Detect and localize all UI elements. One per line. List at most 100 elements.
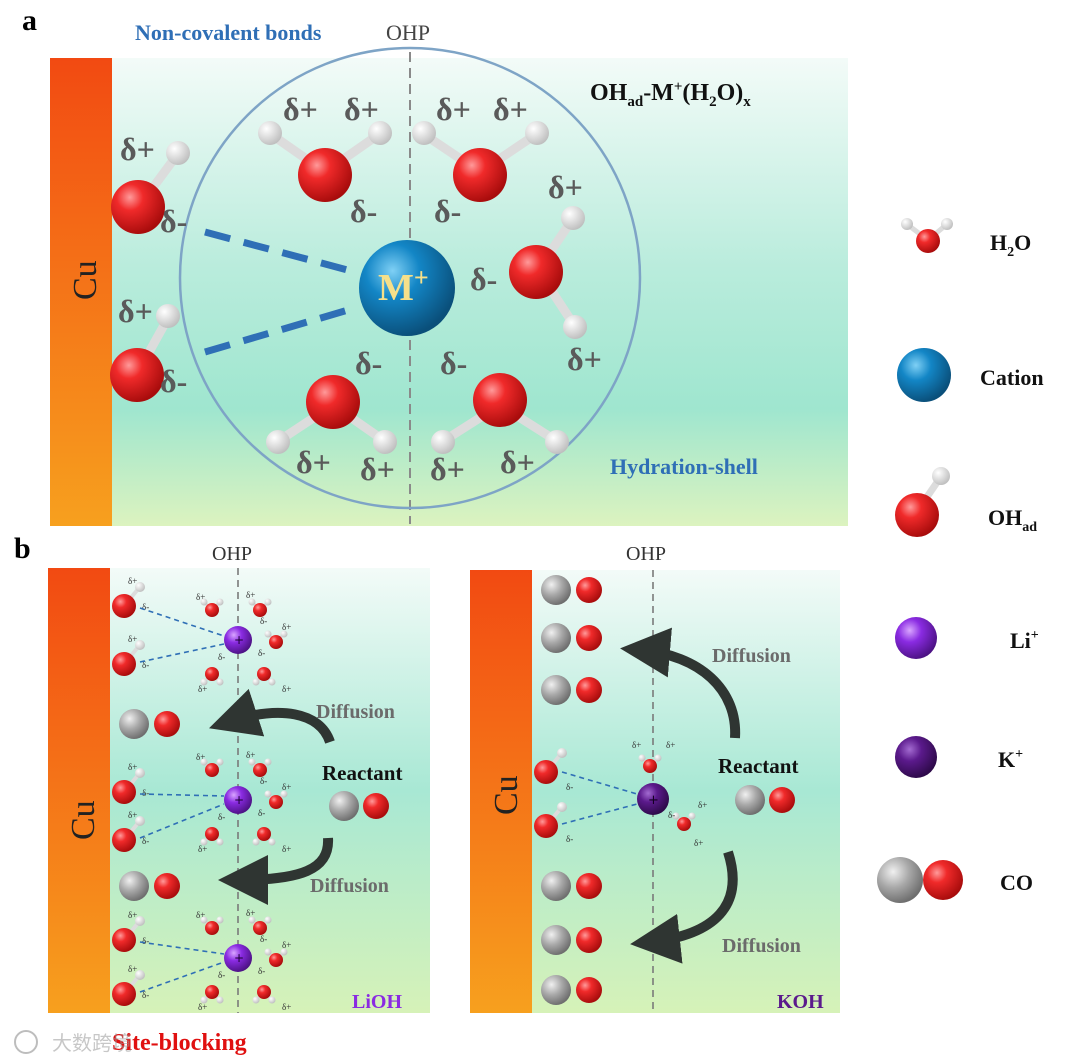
legend-h2o-icon (901, 218, 953, 253)
legend-co-label: CO (1000, 870, 1033, 895)
panel-b-label: b (14, 532, 31, 565)
legend-li-icon (895, 617, 937, 659)
cu-electrode-a (50, 58, 112, 526)
oh-adsorbed (111, 141, 190, 234)
ohp-label-a: OHP (386, 20, 430, 45)
delta-plus: δ+ (282, 622, 291, 632)
oh-adsorbed (112, 816, 145, 852)
delta-plus: δ+ (282, 782, 291, 792)
delta-plus: δ+ (246, 590, 255, 600)
delta-plus: δ+ (120, 131, 155, 167)
diffusion-label: Diffusion (310, 875, 389, 897)
noncovalent-bond (561, 771, 638, 795)
oh-adsorbed (534, 802, 567, 838)
ohp-label-b1: OHP (212, 543, 252, 565)
water-molecule (638, 754, 662, 773)
water-molecule (252, 667, 276, 686)
delta-minus: δ- (260, 616, 267, 626)
water-molecule (252, 985, 276, 1004)
legend-cation-icon (897, 348, 951, 402)
water-molecule (264, 790, 288, 809)
delta-plus: δ+ (296, 444, 331, 480)
water-molecule (412, 121, 549, 202)
lioh-label: LiOH (352, 991, 402, 1013)
watermark-logo-icon (14, 1030, 38, 1054)
water-molecule (431, 373, 569, 454)
delta-plus: δ+ (436, 91, 471, 127)
diffusion-arrow (630, 850, 738, 964)
delta-minus: δ- (218, 652, 225, 662)
delta-plus: δ+ (128, 762, 137, 772)
delta-minus: δ- (160, 363, 187, 399)
delta-plus: δ+ (283, 91, 318, 127)
delta-minus: δ- (142, 660, 149, 670)
cation-ion (224, 786, 252, 814)
delta-plus: δ+ (128, 634, 137, 644)
delta-plus: δ+ (282, 684, 291, 694)
complex-formula: OHad-M+(H2O)x (590, 79, 751, 110)
koh-label: KOH (777, 991, 824, 1013)
legend: H2O Cation OHad Li+ K+ CO (877, 218, 1044, 903)
delta-minus: δ- (142, 990, 149, 1000)
water-molecule (672, 812, 696, 831)
water-molecule (200, 827, 224, 846)
water-molecule (200, 916, 224, 935)
delta-minus: δ- (142, 836, 149, 846)
delta-plus: δ+ (698, 800, 707, 810)
delta-plus: δ+ (196, 752, 205, 762)
legend-cation-label: Cation (980, 365, 1044, 390)
cu-label-b2: Cu (488, 775, 525, 815)
cation-plus-sign: + (234, 793, 244, 807)
oh-adsorbed (112, 916, 145, 952)
legend-k-label: K+ (998, 747, 1023, 772)
cation-symbol: M+ (378, 263, 429, 309)
cation-ion (224, 944, 252, 972)
delta-plus: δ+ (430, 451, 465, 487)
cation-ion (224, 626, 252, 654)
diffusion-arrow (208, 688, 335, 744)
cation-plus-sign: + (234, 633, 244, 647)
diffusion-arrow (620, 627, 741, 739)
legend-h2o-label: H2O (990, 230, 1031, 260)
panel-a-label: a (22, 4, 37, 37)
noncovalent-bond (139, 961, 225, 993)
delta-plus: δ+ (548, 169, 583, 205)
reactant-co (329, 791, 389, 821)
delta-minus: δ- (260, 776, 267, 786)
reactant-label-b1: Reactant (322, 761, 402, 785)
non-covalent-bonds-title: Non-covalent bonds (135, 20, 322, 45)
oh-adsorbed (112, 640, 145, 676)
cu-electrode-b1 (48, 568, 110, 1013)
delta-plus: δ+ (118, 293, 153, 329)
delta-minus: δ- (566, 834, 573, 844)
water-molecule (200, 667, 224, 686)
delta-plus: δ+ (198, 1002, 207, 1012)
water-molecule (248, 758, 272, 777)
delta-minus: δ- (470, 261, 497, 297)
watermark: 大数跨境 (14, 1030, 132, 1055)
delta-plus: δ+ (282, 940, 291, 950)
cation-plus-sign: + (234, 951, 244, 965)
ohp-label-b2: OHP (626, 543, 666, 565)
watermark-text: 大数跨境 (52, 1031, 132, 1055)
delta-minus: δ- (440, 345, 467, 381)
delta-plus: δ+ (344, 91, 379, 127)
delta-plus: δ+ (694, 838, 703, 848)
reactant-label-b2: Reactant (718, 754, 798, 778)
oh-adsorbed (112, 970, 145, 1006)
legend-ohad-icon (895, 467, 950, 537)
delta-plus: δ+ (196, 592, 205, 602)
co-molecule (119, 871, 180, 901)
water-molecule (200, 985, 224, 1004)
delta-minus: δ- (260, 934, 267, 944)
cu-label-a: Cu (67, 260, 104, 300)
delta-plus: δ+ (198, 684, 207, 694)
delta-minus: δ- (218, 970, 225, 980)
delta-minus: δ- (566, 782, 573, 792)
delta-minus: δ- (668, 810, 675, 820)
delta-plus: δ+ (666, 740, 675, 750)
water-molecule (258, 121, 392, 202)
water-molecule (248, 916, 272, 935)
diffusion-arrow (218, 837, 334, 905)
